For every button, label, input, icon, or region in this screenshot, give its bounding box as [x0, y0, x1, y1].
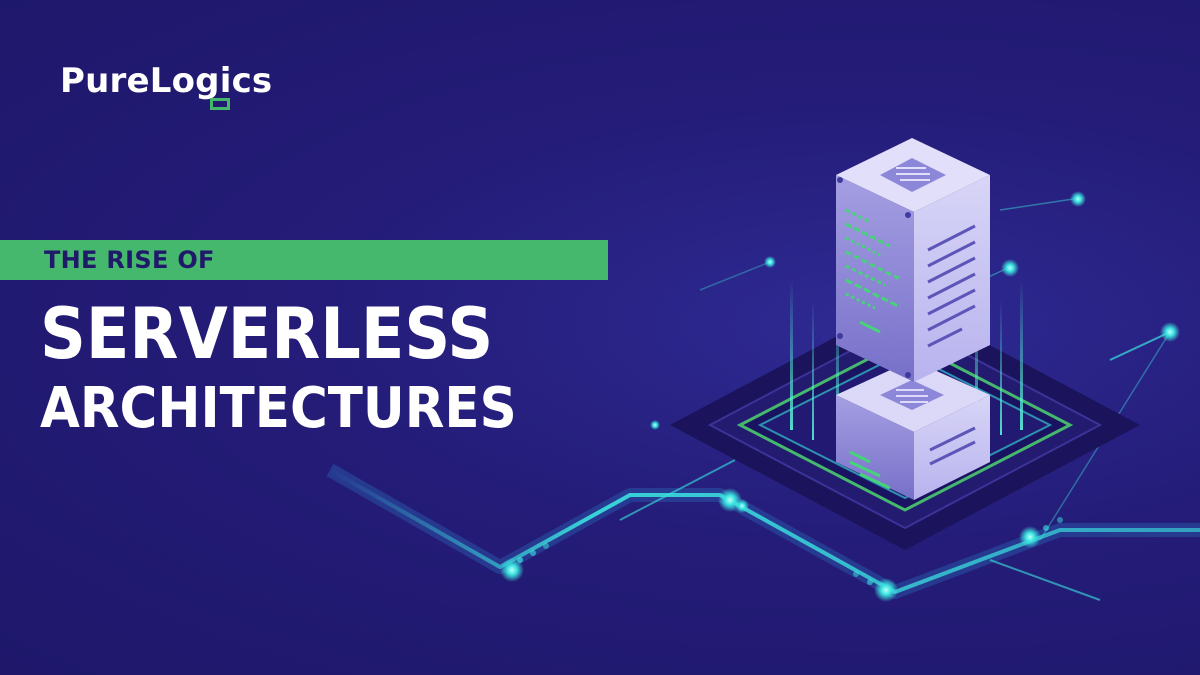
headline-line-1: SERVERLESS — [40, 293, 494, 375]
glow-nodes — [500, 191, 1180, 602]
logo-wordmark: PureLogics — [60, 61, 273, 101]
headline-line-2: ARCHITECTURES — [40, 376, 517, 441]
lower-server-unit — [836, 360, 990, 500]
subtitle-text: THE RISE OF — [44, 246, 215, 274]
subtitle-banner: THE RISE OF — [0, 240, 608, 280]
logo-mark-icon — [210, 98, 230, 110]
light-beams — [790, 280, 1023, 455]
upper-server-tower — [836, 138, 990, 382]
purelogics-logo: PureLogics — [60, 58, 300, 120]
